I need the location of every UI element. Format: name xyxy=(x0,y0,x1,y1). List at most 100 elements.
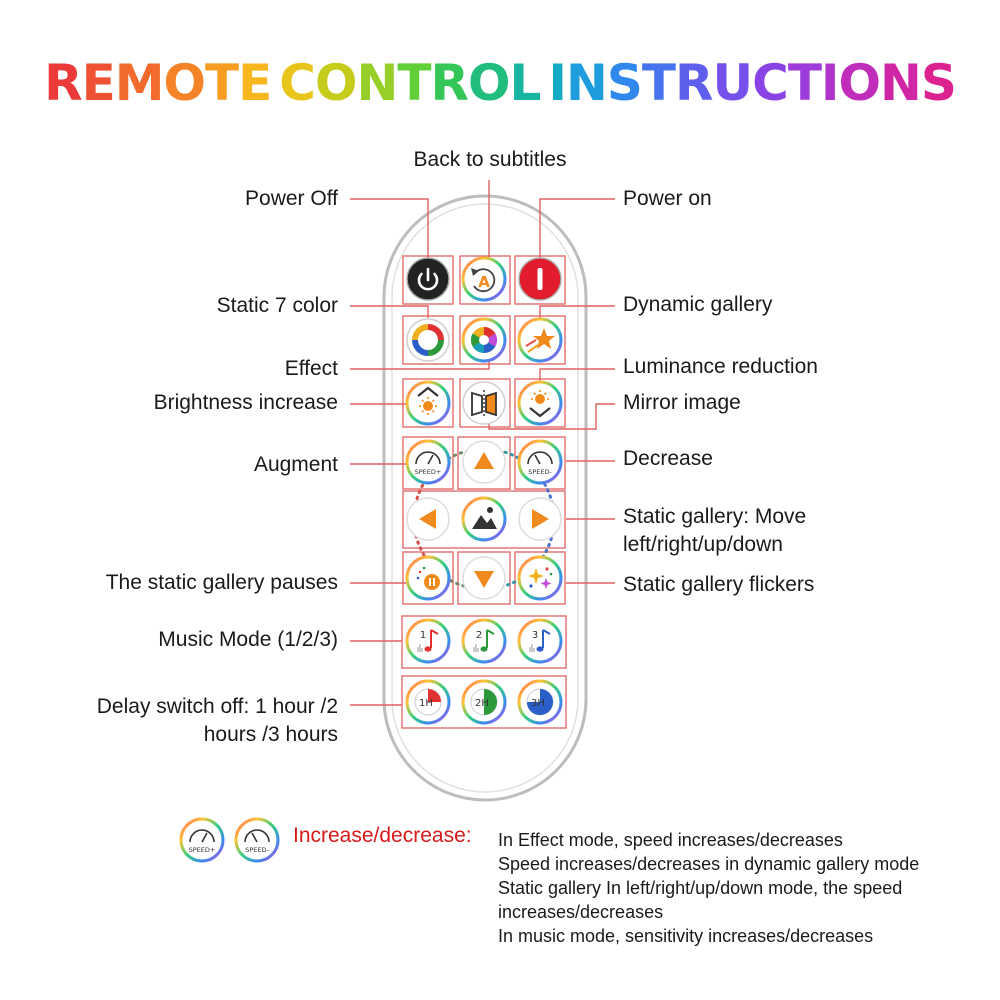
timer-1h-text: 1H xyxy=(419,698,433,709)
label-delay-switch-2: hours /3 hours xyxy=(203,723,338,746)
legend-speed-minus-icon: SPEED- xyxy=(234,817,280,863)
speed-minus-text: SPEED- xyxy=(528,468,552,476)
timer-icon: 2H xyxy=(470,688,498,716)
label-power-off: Power Off xyxy=(245,187,338,210)
title-letter: N xyxy=(880,54,922,112)
mirror-image-button[interactable] xyxy=(462,381,506,425)
label-static-gallery-pauses: The static gallery pauses xyxy=(105,571,338,594)
up-arrow-button[interactable] xyxy=(462,440,506,484)
label-effect: Effect xyxy=(284,357,338,380)
label-dynamic-gallery: Dynamic gallery xyxy=(623,293,773,316)
title-letter: S xyxy=(920,54,957,112)
static-gallery-button[interactable] xyxy=(461,496,507,542)
label-mirror-image: Mirror image xyxy=(623,391,741,414)
timer-icon: 1H xyxy=(414,688,442,716)
title-letter: O xyxy=(315,54,358,112)
sparkle-icon xyxy=(528,567,553,589)
title-letter: T xyxy=(641,54,676,112)
title-letter: I xyxy=(548,54,567,112)
music-note-icon: 2 xyxy=(473,629,495,652)
label-static-gallery-move-1: Static gallery: Move xyxy=(623,505,807,528)
page-title: REMOTE CONTROL INSTRUCTIONS xyxy=(0,54,1000,112)
mirror-icon xyxy=(471,390,497,418)
music-mode-2-button[interactable]: 2 xyxy=(461,618,507,664)
title-letter: U xyxy=(712,54,754,112)
timer-1h-button[interactable]: 1H xyxy=(405,679,451,725)
title-letter: S xyxy=(606,54,643,112)
dynamic-gallery-button[interactable] xyxy=(517,317,563,363)
luminance-reduction-button[interactable] xyxy=(517,380,563,426)
label-luminance-reduction: Luminance reduction xyxy=(623,355,818,378)
pause-icon xyxy=(416,566,440,590)
music-3-number: 3 xyxy=(532,630,538,641)
gallery-pause-button[interactable] xyxy=(405,555,451,601)
label-static-gallery-move-2: left/right/up/down xyxy=(623,533,783,556)
up-arrow-icon xyxy=(474,452,494,469)
label-decrease: Decrease xyxy=(623,447,713,470)
timer-3h-button[interactable]: 3H xyxy=(517,679,563,725)
brightness-up-icon xyxy=(417,386,439,415)
power-off-button[interactable] xyxy=(406,257,450,301)
title-letter: O xyxy=(838,54,882,112)
callout-lines xyxy=(350,180,615,706)
speed-plus-button[interactable]: SPEED+ xyxy=(405,439,451,485)
label-delay-switch-1: Delay switch off: 1 hour /2 xyxy=(96,695,338,718)
shooting-star-icon xyxy=(525,328,555,353)
music-note-icon: 3 xyxy=(529,629,551,652)
title-letter: L xyxy=(509,54,542,112)
power-on-icon xyxy=(537,268,543,290)
note-line: Speed increases/decreases in dynamic gal… xyxy=(498,854,920,874)
back-letter: A xyxy=(478,273,490,291)
music-note-icon: 1 xyxy=(417,629,439,652)
gallery-flicker-button[interactable] xyxy=(517,555,563,601)
title-letter: N xyxy=(566,54,608,112)
title-letter: N xyxy=(356,54,399,112)
label-static-7-color: Static 7 color xyxy=(216,294,338,317)
note-line: Static gallery In left/right/up/down mod… xyxy=(498,878,903,922)
speed-minus-button[interactable]: SPEED- xyxy=(517,439,563,485)
left-arrow-button[interactable] xyxy=(406,497,450,541)
title-letter: I xyxy=(820,54,840,112)
left-arrow-icon xyxy=(419,509,436,529)
music-1-number: 1 xyxy=(420,630,426,641)
music-2-number: 2 xyxy=(476,630,482,641)
aperture-icon xyxy=(470,326,498,354)
timer-icon: 3H xyxy=(526,688,554,716)
speed-plus-text: SPEED+ xyxy=(415,468,442,476)
power-on-button[interactable] xyxy=(518,257,562,301)
down-arrow-button[interactable] xyxy=(462,556,506,600)
music-mode-1-button[interactable]: 1 xyxy=(405,618,451,664)
note-lines: In Effect mode, speed increases/decrease… xyxy=(498,828,928,948)
right-arrow-button[interactable] xyxy=(518,497,562,541)
title-letter: R xyxy=(430,54,469,112)
color-ring-icon xyxy=(412,324,444,356)
right-arrow-icon xyxy=(532,509,549,529)
brightness-increase-button[interactable] xyxy=(405,380,451,426)
speedometer-minus-icon: SPEED- xyxy=(527,451,553,476)
legend-speed-plus-icon: SPEED+ xyxy=(179,817,225,863)
static-7-color-button[interactable] xyxy=(406,318,450,362)
timer-3h-text: 3H xyxy=(531,698,545,709)
effect-button[interactable] xyxy=(461,317,507,363)
label-static-gallery-flickers: Static gallery flickers xyxy=(623,573,815,596)
note-heading: Increase/decrease: xyxy=(293,824,472,847)
title-letter: R xyxy=(44,54,83,112)
note-line: In music mode, sensitivity increases/dec… xyxy=(498,926,874,946)
power-icon xyxy=(417,267,439,291)
label-music-mode: Music Mode (1/2/3) xyxy=(158,628,338,651)
title-letter: C xyxy=(279,54,316,112)
label-back-to-subtitles: Back to subtitles xyxy=(413,148,567,171)
title-letter: O xyxy=(468,54,511,112)
back-to-subtitles-button[interactable]: A xyxy=(461,256,507,302)
music-mode-3-button[interactable]: 3 xyxy=(517,618,563,664)
title-letter: R xyxy=(674,54,714,112)
note-line: In Effect mode, speed increases/decrease… xyxy=(498,830,843,850)
title-letter: T xyxy=(397,54,431,112)
title-letter: E xyxy=(81,54,116,112)
title-letter: C xyxy=(752,54,789,112)
remote-body-inner xyxy=(391,203,579,793)
brightness-down-icon xyxy=(529,390,551,418)
back-arrow-icon: A xyxy=(471,268,496,293)
picture-icon xyxy=(472,507,497,529)
timer-2h-button[interactable]: 2H xyxy=(461,679,507,725)
